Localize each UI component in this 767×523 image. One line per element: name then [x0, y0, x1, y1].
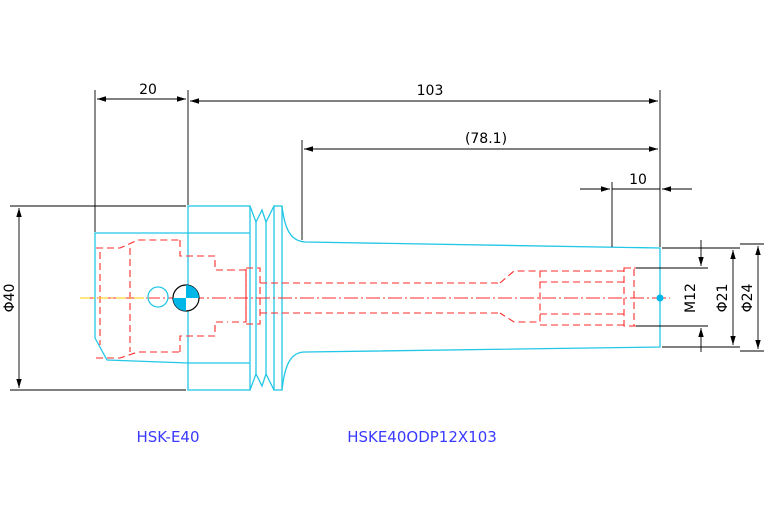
- dimension-flange-length: 20: [94, 82, 189, 232]
- coolant-tube-seat: [245, 267, 261, 325]
- hsk-taper-shank: [94, 232, 189, 364]
- part-number-label: HSKE40ODP12X103: [347, 428, 497, 446]
- flange-length-value: 20: [139, 82, 157, 98]
- overall-length-value: 103: [417, 83, 444, 99]
- v-groove: [249, 205, 275, 391]
- flange-diameter-value: Φ40: [2, 284, 18, 313]
- tip-length-value: 10: [629, 172, 647, 188]
- dimension-thread: M12: [636, 240, 708, 352]
- dimension-flange-diameter: Φ40: [2, 205, 186, 391]
- tip-diameter-value: Φ24: [740, 283, 756, 312]
- dimension-bore-diameter: Φ21: [662, 247, 740, 348]
- datum-symbol: [172, 284, 200, 312]
- reference-length-value: (78.1): [465, 131, 507, 147]
- thread-relief: [623, 267, 635, 327]
- dimension-tip-diameter: Φ24: [740, 243, 764, 352]
- interface-label: HSK-E40: [136, 428, 199, 446]
- dimension-overall-length: 103: [190, 83, 661, 247]
- drive-slot-circle: [147, 286, 169, 308]
- tip-point: [656, 294, 664, 302]
- bore-diameter-value: Φ21: [715, 284, 731, 313]
- dimension-reference-length: (78.1): [301, 131, 658, 240]
- thread-value: M12: [683, 283, 699, 313]
- dimension-tip-length: 10: [580, 172, 692, 247]
